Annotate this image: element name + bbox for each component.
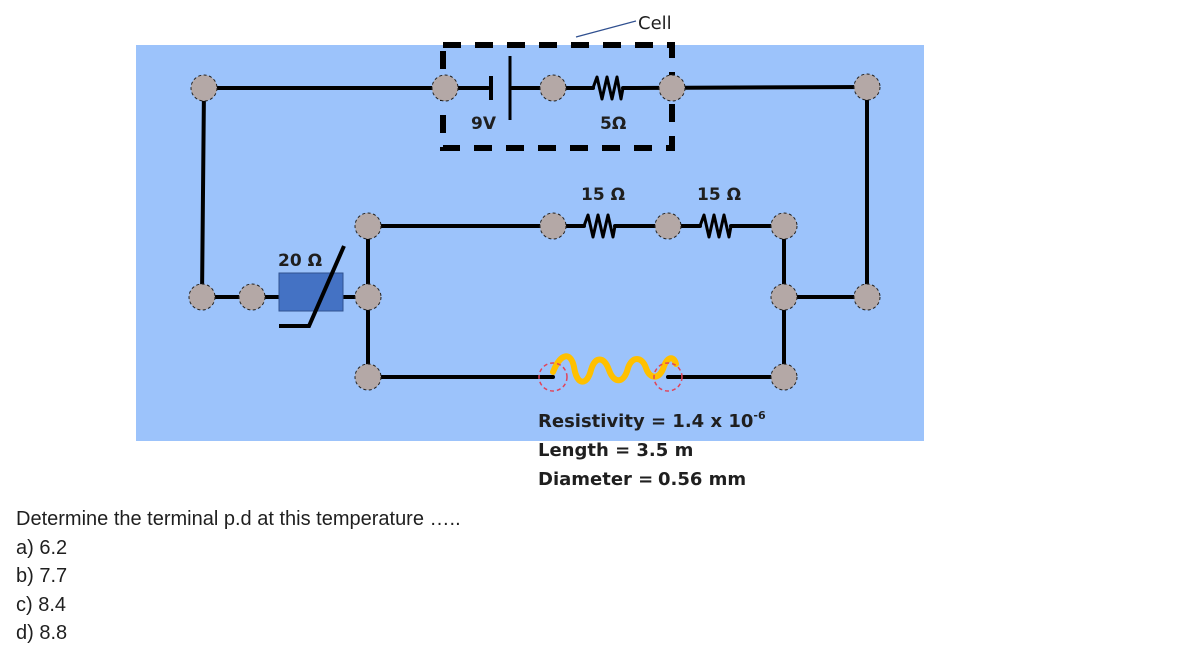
option-d: d) 8.8 — [16, 622, 68, 644]
option-b: b) 7.7 — [16, 565, 68, 587]
resistivity-text: Resistivity = 1.4 x 10-6 — [538, 409, 766, 432]
internal-resistor — [591, 75, 625, 101]
option-c: c) 8.4 — [16, 593, 67, 616]
resistor-2 — [698, 213, 733, 239]
node — [354, 212, 382, 240]
node — [238, 283, 266, 311]
node — [539, 74, 567, 102]
diameter-text: Diameter =0.56 mm — [538, 469, 746, 490]
thermistor-slash — [279, 245, 346, 328]
question-prompt: Determine the terminal p.d at this tempe… — [16, 508, 461, 530]
node — [654, 212, 682, 240]
node — [190, 74, 218, 102]
cell-label: Cell — [638, 13, 672, 34]
battery-label: 9V — [471, 114, 497, 134]
node — [431, 74, 459, 102]
resistance-wire-branch — [366, 353, 786, 385]
node — [770, 283, 798, 311]
node — [653, 362, 683, 392]
cell-callout-line — [575, 20, 637, 38]
node — [770, 363, 798, 391]
resistance-wire — [550, 353, 679, 385]
resistor-1 — [582, 213, 617, 239]
node — [188, 283, 216, 311]
thermistor-body — [278, 272, 344, 312]
left-wire — [200, 86, 206, 299]
node — [354, 283, 382, 311]
circuit-panel — [136, 45, 924, 441]
node — [354, 363, 382, 391]
node — [658, 74, 686, 102]
thermistor-label: 20 Ω — [278, 251, 322, 271]
node — [853, 283, 881, 311]
node — [539, 212, 567, 240]
resistor-1-label: 15 Ω — [581, 185, 625, 205]
node — [538, 362, 568, 392]
node — [770, 212, 798, 240]
option-a: a) 6.2 — [16, 536, 68, 559]
cell-boundary — [440, 42, 675, 151]
connection-nodes — [188, 73, 881, 392]
node — [853, 73, 881, 101]
internal-resistor-label: 5Ω — [600, 114, 626, 134]
resistor-2-label: 15 Ω — [697, 185, 741, 205]
question-block: Determine the terminal p.d at this tempe… — [16, 505, 461, 648]
length-text: Length = 3.5 m — [538, 440, 693, 461]
